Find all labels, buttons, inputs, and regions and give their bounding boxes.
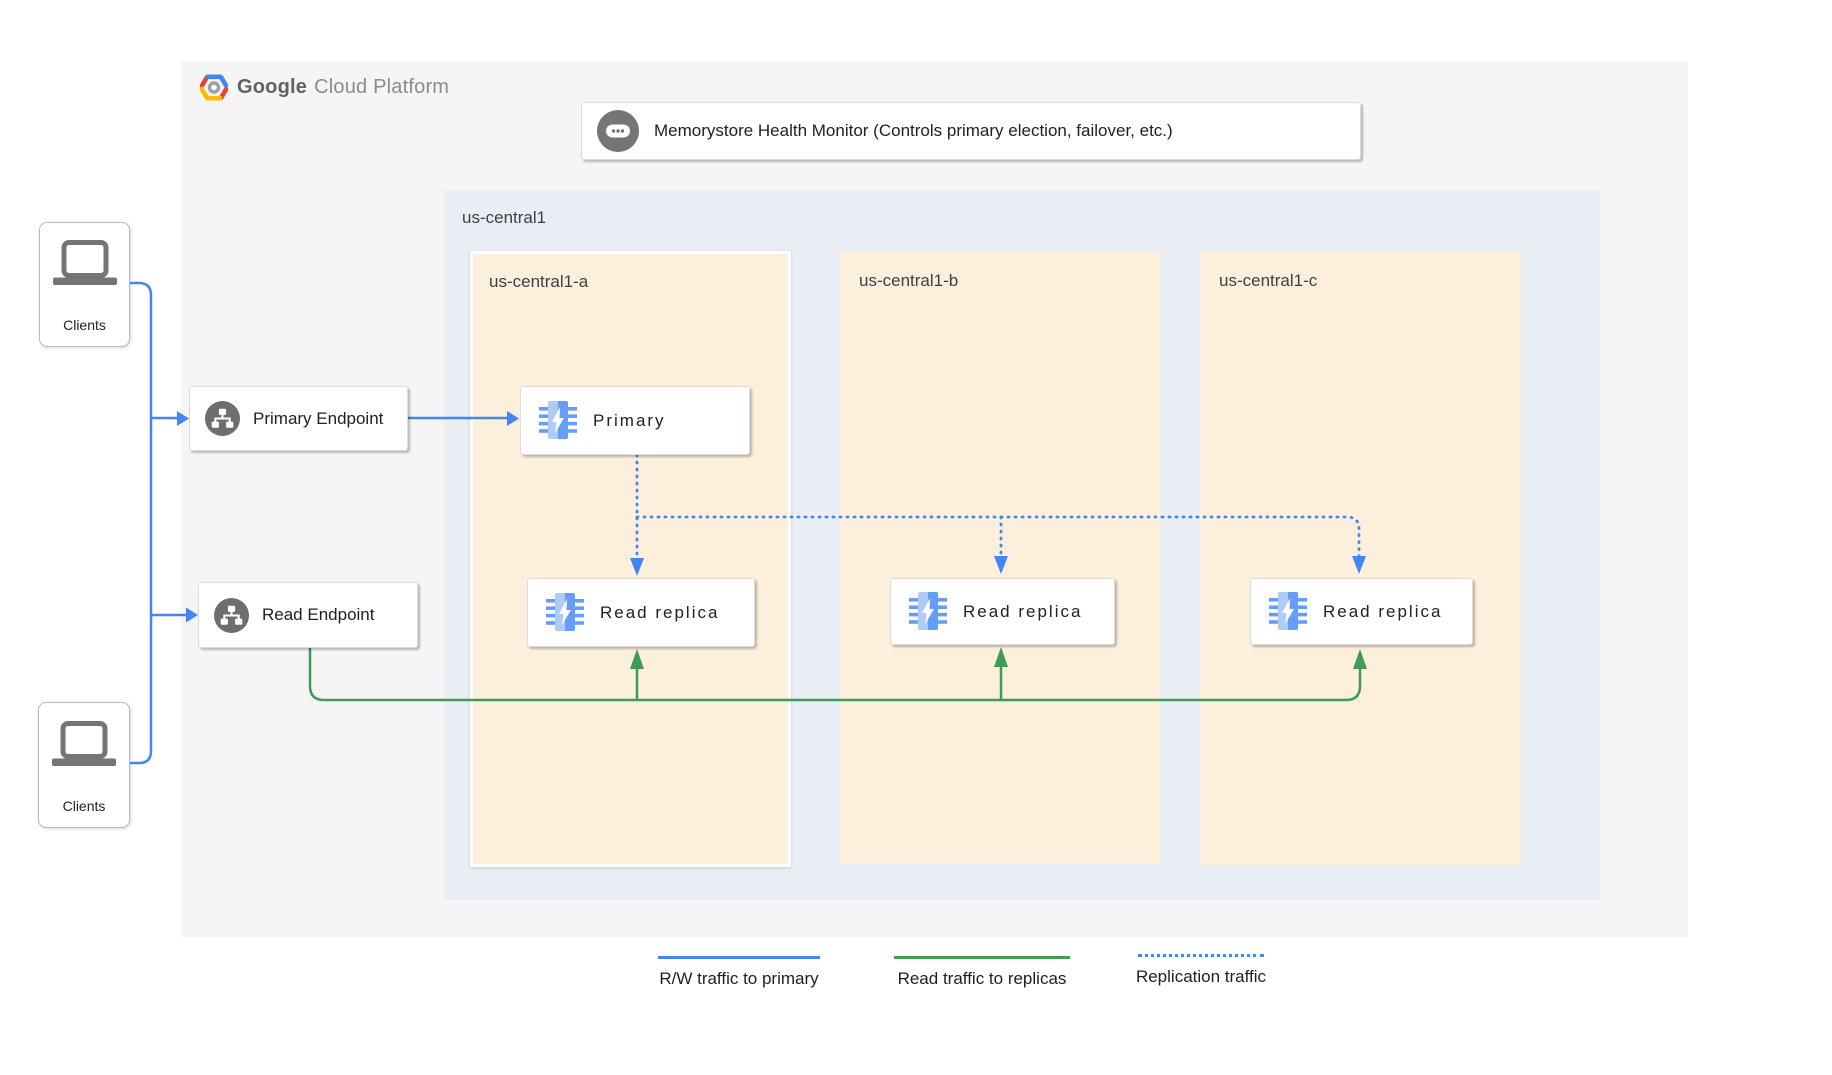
legend-item-read-traffic: Read traffic to replicas <box>872 956 1092 989</box>
read-endpoint-card: Read Endpoint <box>198 582 418 648</box>
logo-text-cloud-platform: Cloud Platform <box>314 76 450 98</box>
replica-card-a: Read replica <box>527 578 755 647</box>
replica-label-c: Read replica <box>1323 601 1443 621</box>
legend-line-dotted-blue <box>1138 954 1264 957</box>
zone-label-a: us-central1-a <box>489 272 589 291</box>
memorystore-icon <box>1269 591 1307 630</box>
read-endpoint-label: Read Endpoint <box>262 605 375 624</box>
laptop-icon <box>52 240 117 285</box>
legend-item-rw-traffic: R/W traffic to primary <box>639 956 839 989</box>
memorystore-icon <box>539 400 577 439</box>
primary-endpoint-label: Primary Endpoint <box>253 408 384 428</box>
clients-card-top: Clients <box>39 222 130 347</box>
zone-label-c: us-central1-c <box>1219 271 1318 290</box>
gcp-logo: Google Cloud Platform <box>200 74 449 101</box>
replica-card-b: Read replica <box>890 578 1115 645</box>
zone-box-b: us-central1-b <box>840 252 1160 864</box>
clients-card-bottom: Clients <box>38 702 130 828</box>
clients-label: Clients <box>63 317 106 333</box>
replica-label-a: Read replica <box>600 602 720 622</box>
zone-box-c: us-central1-c <box>1200 252 1521 865</box>
memorystore-icon <box>546 592 584 631</box>
primary-node-card: Primary <box>520 386 750 455</box>
logo-text-google: Google <box>237 76 308 98</box>
legend-label-replication-traffic: Replication traffic <box>1135 967 1267 986</box>
clients-label: Clients <box>62 798 106 814</box>
memorystore-icon <box>909 591 947 630</box>
health-monitor-card: Memorystore Health Monitor (Controls pri… <box>581 102 1361 160</box>
replica-card-c: Read replica <box>1250 578 1473 645</box>
primary-endpoint-card: Primary Endpoint <box>189 386 408 451</box>
zone-box-a: us-central1-a <box>470 251 791 867</box>
health-monitor-label: Memorystore Health Monitor (Controls pri… <box>654 121 1173 140</box>
legend-item-replication-traffic: Replication traffic <box>1101 954 1301 987</box>
laptop-icon <box>52 721 116 766</box>
legend-line-solid-blue <box>658 956 820 959</box>
replica-label-b: Read replica <box>963 601 1083 621</box>
legend-label-read-traffic: Read traffic to replicas <box>897 969 1067 988</box>
legend-label-rw-traffic: R/W traffic to primary <box>659 969 819 988</box>
endpoint-sitemap-icon <box>214 597 249 633</box>
chat-dots-icon <box>597 110 639 152</box>
client-trunk-line <box>130 281 153 765</box>
endpoint-sitemap-icon <box>205 401 240 436</box>
region-label: us-central1 <box>462 208 547 227</box>
primary-node-label: Primary <box>593 410 666 430</box>
gcp-hexagon-icon <box>200 74 228 101</box>
legend-line-solid-green <box>894 956 1070 959</box>
zone-label-b: us-central1-b <box>859 271 959 290</box>
